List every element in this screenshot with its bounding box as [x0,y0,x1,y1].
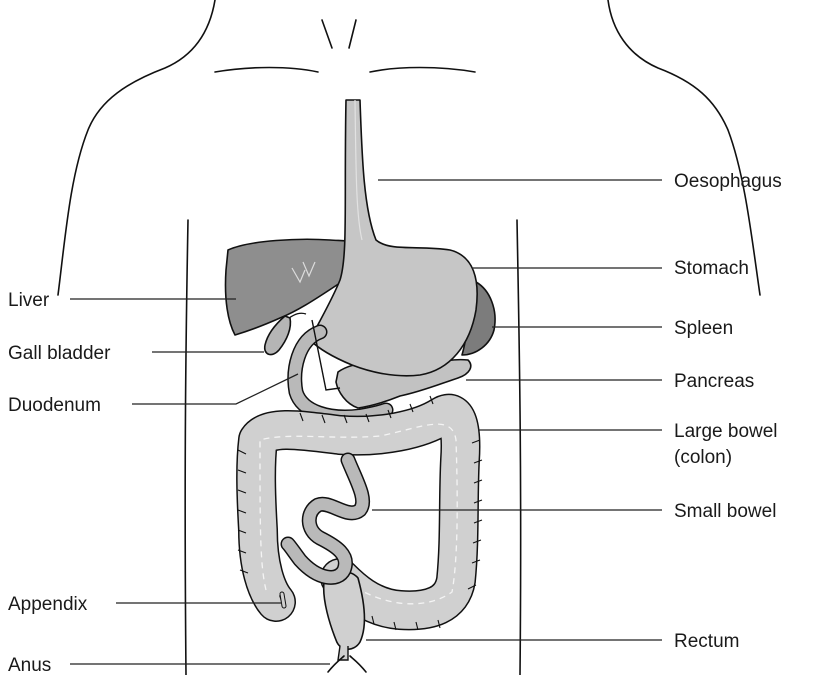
right-torso-line [517,220,521,675]
left-collarbone [215,68,318,73]
leader-duodenum [132,374,298,404]
left-torso-line [185,220,188,675]
stomach [310,100,477,376]
right-collarbone [370,68,475,73]
label-small-bowel: Small bowel [674,501,776,522]
neck-line-left [322,20,332,48]
right-shoulder-arm-line [608,0,760,295]
label-large-bowel: Large bowel [674,421,778,442]
left-shoulder-arm-line [58,0,215,295]
label-appendix: Appendix [8,594,88,615]
neck-line-right [349,20,356,48]
label-rectum: Rectum [674,631,739,652]
label-large-bowel-colon: (colon) [674,447,732,468]
label-duodenum: Duodenum [8,395,101,416]
label-spleen: Spleen [674,318,733,339]
appendix-fill [282,594,284,606]
label-gall-bladder: Gall bladder [8,343,111,364]
label-pancreas: Pancreas [674,371,754,392]
label-oesophagus: Oesophagus [674,171,782,192]
small-bowel [288,460,363,577]
label-liver: Liver [8,290,50,311]
label-stomach: Stomach [674,258,749,279]
label-anus: Anus [8,655,51,675]
cystic-duct [289,313,306,318]
